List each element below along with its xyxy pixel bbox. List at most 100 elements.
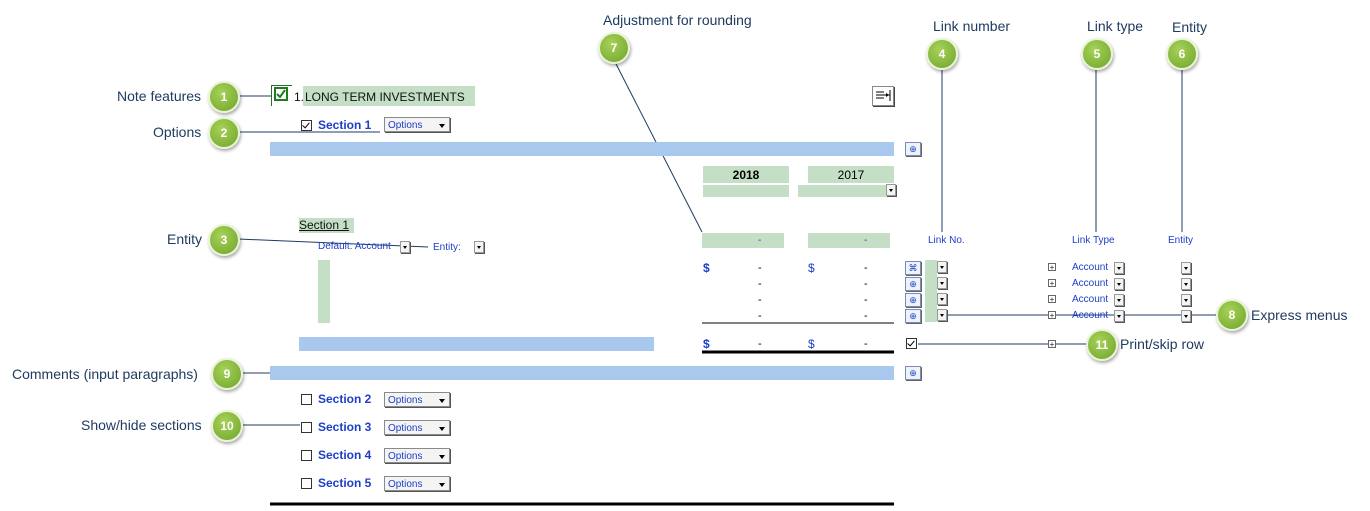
section-3-options[interactable]: Options: [384, 420, 450, 435]
row4-current: -: [758, 310, 762, 322]
year-current-sub[interactable]: [703, 185, 789, 197]
print-skip-checkbox[interactable]: [906, 338, 917, 349]
section-1-label[interactable]: Section 1: [318, 118, 372, 132]
link-type-dropdown[interactable]: [1114, 262, 1124, 274]
export-arrow-icon[interactable]: [872, 86, 894, 106]
entity-dropdown[interactable]: [474, 241, 484, 253]
insert-row-icon[interactable]: ⊕: [905, 309, 921, 323]
callout-adjustment: Adjustment for rounding: [603, 12, 752, 28]
badge-11: 11: [1086, 329, 1118, 361]
badge-1: 1: [208, 81, 240, 113]
description-cells[interactable]: [318, 260, 330, 323]
link-type-row1: Account: [1072, 262, 1109, 273]
section-1-options[interactable]: Options: [384, 117, 450, 132]
total-current: -: [758, 338, 762, 350]
section-5-checkbox[interactable]: [301, 478, 312, 489]
header-link-type: Link Type: [1072, 235, 1115, 246]
section-1-heading-cell[interactable]: [299, 218, 354, 233]
section-1-checkbox[interactable]: [301, 120, 312, 131]
section-1-heading: Section 1: [299, 218, 350, 232]
plus-box-icon[interactable]: +: [1048, 263, 1056, 272]
badge-8: 8: [1216, 299, 1248, 331]
link-number-dropdown[interactable]: [937, 277, 947, 289]
note-number: 1.: [294, 90, 305, 104]
entity-row-dropdown[interactable]: [1181, 294, 1191, 306]
insert-row-icon[interactable]: ⊕: [905, 366, 921, 380]
row1-prior: -: [864, 262, 868, 274]
section-4-options[interactable]: Options: [384, 448, 450, 463]
total-prior: -: [864, 338, 868, 350]
default-account-dropdown[interactable]: [400, 241, 410, 253]
row3-current: -: [758, 294, 762, 306]
link-type-row3: Account: [1072, 294, 1109, 305]
year-current-cell[interactable]: [703, 166, 789, 183]
badge-6: 6: [1166, 38, 1198, 70]
link-number-cells[interactable]: [925, 260, 937, 322]
section-5-options[interactable]: Options: [384, 476, 450, 491]
insert-row-icon[interactable]: ⊕: [905, 293, 921, 307]
comments-paragraph-bar[interactable]: [270, 366, 894, 380]
row2-prior: -: [864, 278, 868, 290]
note-title-field[interactable]: [303, 86, 475, 106]
year-prior: 2017: [837, 168, 865, 182]
badge-4: 4: [926, 38, 958, 70]
plus-box-icon[interactable]: +: [1048, 295, 1056, 304]
header-paragraph-bar[interactable]: [270, 142, 894, 156]
link-type-dropdown[interactable]: [1114, 278, 1124, 290]
plus-box-icon[interactable]: +: [1048, 311, 1056, 320]
section-5-label[interactable]: Section 5: [318, 476, 372, 490]
link-number-dropdown[interactable]: [937, 293, 947, 305]
link-number-dropdown[interactable]: [937, 309, 947, 321]
badge-9: 9: [211, 358, 243, 390]
section-2-checkbox[interactable]: [301, 394, 312, 405]
section-2-label[interactable]: Section 2: [318, 392, 372, 406]
rounding-current-cell[interactable]: [702, 233, 784, 248]
rounding-current: -: [758, 235, 762, 246]
rounding-prior-cell[interactable]: [808, 233, 890, 248]
section-2-options[interactable]: Options: [384, 392, 450, 407]
callout-options: Options: [153, 124, 202, 140]
badge-7: 7: [598, 32, 630, 64]
checkbox-checked-icon[interactable]: [274, 87, 288, 101]
insert-row-icon[interactable]: ⊕: [905, 277, 921, 291]
link-type-dropdown[interactable]: [1114, 310, 1124, 322]
section-4-checkbox[interactable]: [301, 450, 312, 461]
callout-comments: Comments (input paragraphs): [12, 366, 198, 382]
section-4-label[interactable]: Section 4: [318, 448, 372, 462]
total-dollar-prior: $: [808, 337, 815, 351]
rounding-prior: -: [864, 235, 868, 246]
entity-row-dropdown[interactable]: [1181, 310, 1191, 322]
callout-entity-right: Entity: [1172, 19, 1208, 35]
header-entity: Entity: [1168, 235, 1194, 246]
row4-prior: -: [864, 310, 868, 322]
badge-5: 5: [1081, 38, 1113, 70]
entity-label: Entity:: [433, 242, 461, 253]
note-title: LONG TERM INVESTMENTS: [305, 90, 465, 104]
link-number-dropdown[interactable]: [937, 261, 947, 273]
link-type-dropdown[interactable]: [1114, 294, 1124, 306]
callout-express-menus: Express menus: [1251, 307, 1348, 323]
year-prior-cell[interactable]: [808, 166, 894, 183]
plus-box-icon[interactable]: +: [1048, 279, 1056, 288]
section-3-label[interactable]: Section 3: [318, 420, 372, 434]
link-type-row4: Account: [1072, 310, 1109, 321]
year-dropdown[interactable]: [886, 184, 896, 196]
command-icon[interactable]: ⌘: [905, 261, 921, 275]
entity-row-dropdown[interactable]: [1181, 278, 1191, 290]
default-account: Default: Account: [318, 241, 391, 252]
row2-current: -: [758, 278, 762, 290]
entity-row-dropdown[interactable]: [1181, 262, 1191, 274]
plus-box-icon[interactable]: +: [1048, 340, 1056, 349]
note-checkbox-frame: [271, 85, 292, 106]
total-dollar-current: $: [703, 337, 710, 351]
insert-row-icon[interactable]: ⊕: [905, 142, 921, 156]
badge-2: 2: [208, 117, 240, 149]
total-description-bar[interactable]: [299, 337, 654, 351]
link-type-row2: Account: [1072, 278, 1109, 289]
callout-show-hide: Show/hide sections: [81, 417, 202, 433]
year-prior-sub[interactable]: [798, 185, 886, 197]
section-3-checkbox[interactable]: [301, 422, 312, 433]
badge-10: 10: [211, 410, 243, 442]
row3-prior: -: [864, 294, 868, 306]
